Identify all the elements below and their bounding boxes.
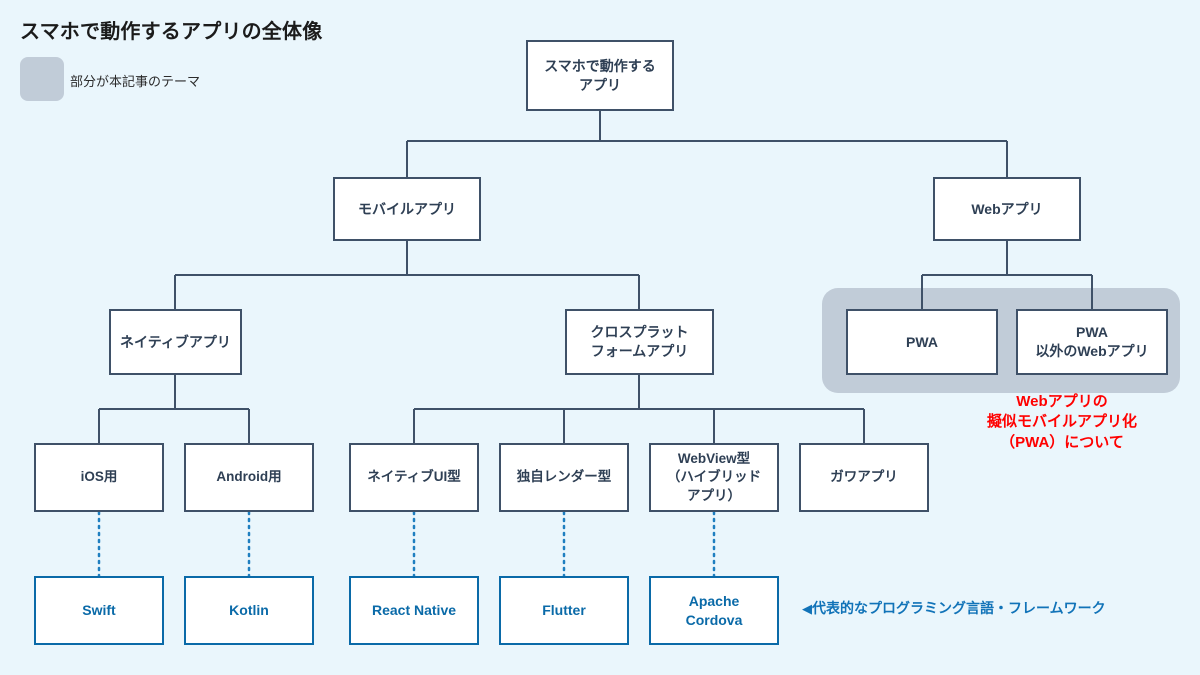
- node-tech-react-native[interactable]: React Native: [349, 576, 479, 645]
- node-pwa-label: PWA: [906, 333, 938, 350]
- page-title: スマホで動作するアプリの全体像: [20, 21, 323, 43]
- node-webview-type[interactable]: WebView型 （ハイブリッド アプリ）: [649, 443, 779, 512]
- node-tech-flutter[interactable]: Flutter: [499, 576, 629, 645]
- node-ios-label: iOS用: [80, 469, 118, 485]
- node-cross-platform-app[interactable]: クロスプラット フォームアプリ: [565, 309, 714, 375]
- node-android-label: Android用: [216, 469, 282, 485]
- annotation-pwa-note-line3: （PWA）について: [1000, 433, 1124, 451]
- node-webview-line2: （ハイブリッド: [666, 469, 762, 485]
- node-tech-flutter-label: Flutter: [542, 602, 586, 619]
- node-gawa-app-label: ガワアプリ: [830, 469, 898, 485]
- node-mobile-app-label: モバイルアプリ: [358, 200, 456, 217]
- node-tech-apache-cordova[interactable]: Apache Cordova: [649, 576, 779, 645]
- node-tech-react-native-label: React Native: [371, 602, 457, 619]
- node-tech-swift[interactable]: Swift: [34, 576, 164, 645]
- node-native-ui-type[interactable]: ネイティブUI型: [349, 443, 479, 512]
- node-custom-renderer-label: 独自レンダー型: [516, 469, 612, 485]
- node-non-pwa-web-app[interactable]: PWA 以外のWebアプリ: [1016, 309, 1168, 375]
- node-android[interactable]: Android用: [184, 443, 314, 512]
- node-native-app[interactable]: ネイティブアプリ: [109, 309, 242, 375]
- legend-swatch: [20, 57, 64, 101]
- node-tech-kotlin-label: Kotlin: [229, 602, 269, 619]
- node-native-ui-type-label: ネイティブUI型: [367, 469, 461, 485]
- node-webview-line3: アプリ）: [686, 487, 741, 503]
- node-tech-kotlin[interactable]: Kotlin: [184, 576, 314, 645]
- node-cross-platform-line1: クロスプラット: [590, 324, 689, 341]
- node-webview-line1: WebView型: [677, 451, 751, 467]
- node-ios[interactable]: iOS用: [34, 443, 164, 512]
- annotation-pwa-note: Webアプリの 擬似モバイルアプリ化 （PWA）について: [952, 392, 1172, 453]
- left-triangle-icon: ◀: [802, 601, 812, 616]
- legend-label: 部分が本記事のテーマ: [70, 74, 201, 89]
- node-web-app-label: Webアプリ: [971, 200, 1043, 217]
- node-custom-renderer-type[interactable]: 独自レンダー型: [499, 443, 629, 512]
- annotation-pwa-note-line1: Webアプリの: [1016, 393, 1108, 410]
- node-web-app[interactable]: Webアプリ: [933, 177, 1081, 241]
- node-root-line2: アプリ: [579, 76, 621, 93]
- node-root[interactable]: スマホで動作する アプリ: [526, 40, 674, 111]
- node-mobile-app[interactable]: モバイルアプリ: [333, 177, 481, 241]
- node-non-pwa-line1: PWA: [1076, 324, 1108, 341]
- node-cross-platform-line2: フォームアプリ: [590, 343, 689, 359]
- node-root-line1: スマホで動作する: [544, 57, 656, 74]
- node-native-app-label: ネイティブアプリ: [120, 333, 231, 350]
- node-pwa[interactable]: PWA: [846, 309, 998, 375]
- node-tech-cordova-line2: Cordova: [685, 611, 743, 628]
- node-non-pwa-line2: 以外のWebアプリ: [1035, 343, 1149, 359]
- node-tech-cordova-line1: Apache: [688, 592, 740, 609]
- annotation-tech-note-text: 代表的なプログラミング言語・フレームワーク: [812, 600, 1106, 616]
- annotation-tech-note: ◀代表的なプログラミング言語・フレームワーク: [802, 598, 1106, 618]
- node-gawa-app[interactable]: ガワアプリ: [799, 443, 929, 512]
- node-tech-swift-label: Swift: [82, 602, 116, 619]
- annotation-pwa-note-line2: 擬似モバイルアプリ化: [986, 413, 1137, 431]
